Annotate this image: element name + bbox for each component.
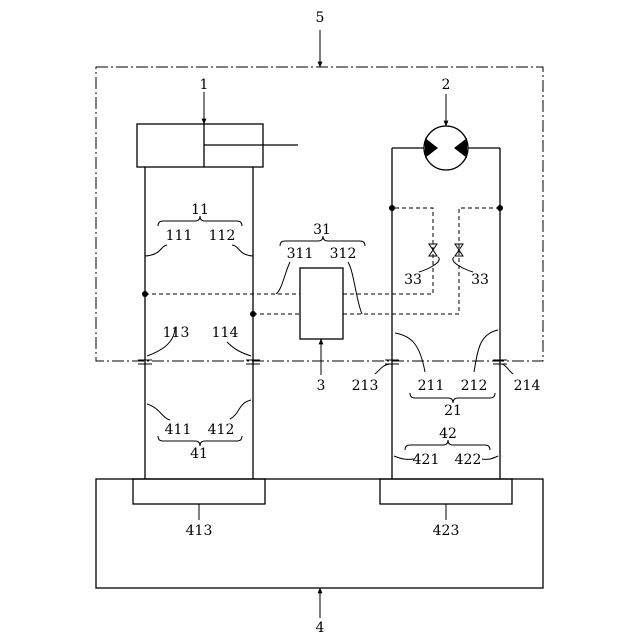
label-42: 42 <box>439 426 457 442</box>
boundary-5 <box>96 67 543 361</box>
label-423: 423 <box>433 523 460 539</box>
arrows <box>204 30 446 618</box>
controller-3 <box>300 268 343 339</box>
label-41: 41 <box>190 446 208 462</box>
labels: 5 1 2 11 111 112 31 311 312 33 33 113 11… <box>163 10 541 636</box>
label-214: 214 <box>514 378 541 394</box>
label-312: 312 <box>330 246 357 262</box>
cylinder-1 <box>137 124 298 167</box>
label-5: 5 <box>316 10 325 26</box>
pump-2 <box>424 126 468 170</box>
label-1: 1 <box>200 77 209 93</box>
label-311: 311 <box>287 246 314 262</box>
label-411: 411 <box>165 422 192 438</box>
sub-block-413 <box>133 479 265 504</box>
sub-block-423 <box>380 479 512 504</box>
label-33-left: 33 <box>404 272 422 288</box>
label-114: 114 <box>212 325 239 341</box>
label-33-right: 33 <box>471 272 489 288</box>
label-412: 412 <box>208 422 235 438</box>
label-421: 421 <box>413 452 440 468</box>
label-113: 113 <box>163 325 190 341</box>
label-4: 4 <box>316 620 325 636</box>
label-11: 11 <box>191 202 209 218</box>
label-21: 21 <box>444 403 462 419</box>
label-211: 211 <box>418 378 445 394</box>
label-213: 213 <box>352 378 379 394</box>
label-2: 2 <box>442 77 451 93</box>
label-111: 111 <box>166 228 193 244</box>
base-block-4 <box>96 479 543 588</box>
label-422: 422 <box>455 452 482 468</box>
label-31: 31 <box>313 222 331 238</box>
label-212: 212 <box>461 378 488 394</box>
label-112: 112 <box>209 228 236 244</box>
label-413: 413 <box>186 523 213 539</box>
label-3: 3 <box>317 378 326 394</box>
